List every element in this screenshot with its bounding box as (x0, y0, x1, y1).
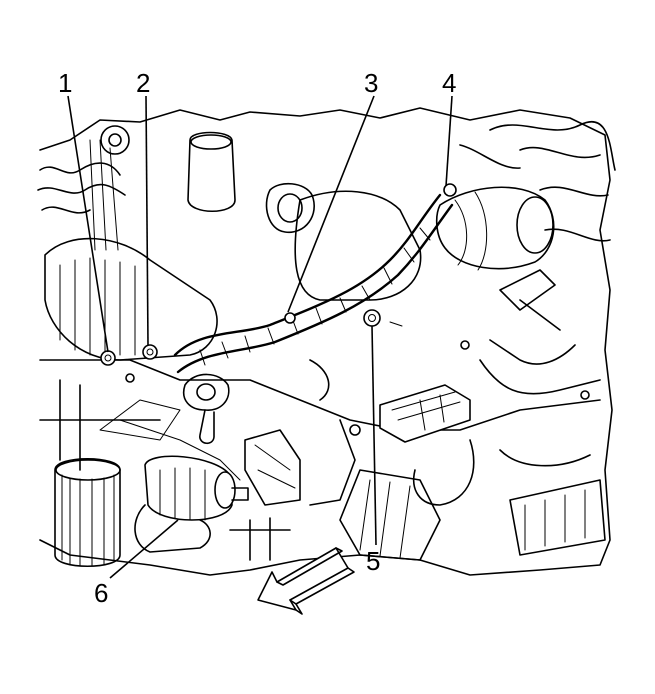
callout-6: 6 (94, 578, 108, 608)
leader-3 (287, 95, 375, 313)
callout-4: 4 (442, 68, 456, 98)
callout-1: 1 (58, 68, 72, 98)
leader-5 (371, 325, 377, 546)
callout-2: 2 (136, 68, 150, 98)
callout-5: 5 (366, 546, 380, 576)
leader-2 (145, 95, 149, 346)
callout-leaders (67, 95, 453, 579)
leader-6 (109, 519, 179, 579)
leader-1 (67, 95, 109, 353)
callout-labels: 1 2 3 4 5 6 (58, 68, 456, 608)
leader-4 (445, 95, 453, 187)
front-arrow-icon (257, 547, 355, 615)
callout-3: 3 (364, 68, 378, 98)
engine-line-art (37, 107, 616, 576)
